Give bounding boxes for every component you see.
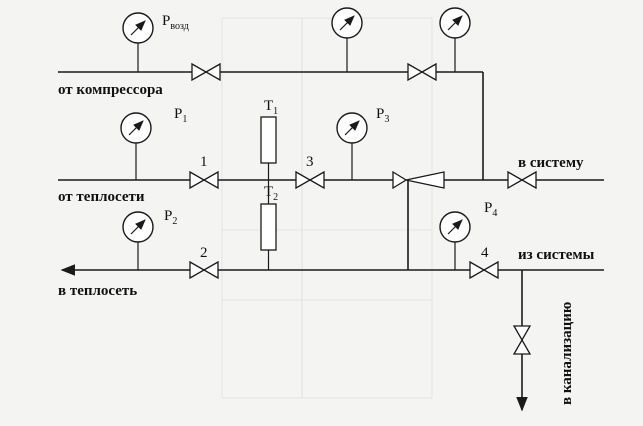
gauge-p1	[120, 112, 152, 180]
valve-system-supply	[507, 170, 537, 190]
gauge-top-middle	[331, 7, 363, 72]
valve-number-3: 3	[306, 154, 314, 170]
symbol-p-air: Pвозд	[162, 13, 189, 32]
label-from-compressor: от компрессора	[58, 82, 163, 98]
valve-4	[469, 260, 499, 280]
background-show-through	[221, 17, 433, 399]
gauge-p2	[122, 211, 154, 270]
valve-number-1: 1	[200, 154, 208, 170]
symbol-t2: T2	[264, 184, 278, 203]
symbol-p1: P1	[174, 106, 187, 125]
gauge-p3	[336, 112, 368, 180]
symbol-p4: P4	[484, 200, 497, 219]
gauge-top-right	[439, 7, 471, 72]
valve-air-left	[191, 62, 221, 82]
gauge-p4	[439, 211, 471, 270]
label-to-heating: в теплосеть	[58, 283, 137, 299]
valve-number-2: 2	[200, 245, 208, 261]
label-from-heating: от теплосети	[58, 189, 145, 205]
symbol-t1: T1	[264, 98, 278, 117]
ejector	[392, 170, 445, 190]
valve-1	[189, 170, 219, 190]
valve-drain	[512, 325, 532, 355]
valve-air-right	[407, 62, 437, 82]
thermometer-t1	[260, 116, 277, 180]
label-to-sewer: в канализацию	[559, 302, 575, 405]
valve-number-4: 4	[481, 245, 489, 261]
valve-3	[295, 170, 325, 190]
gauge-p-air	[122, 12, 154, 72]
valve-2	[189, 260, 219, 280]
label-to-system: в систему	[518, 155, 584, 171]
symbol-p2: P2	[164, 208, 177, 227]
thermometer-t2	[260, 180, 277, 270]
label-from-system: из системы	[518, 247, 595, 263]
symbol-p3: P3	[376, 106, 389, 125]
